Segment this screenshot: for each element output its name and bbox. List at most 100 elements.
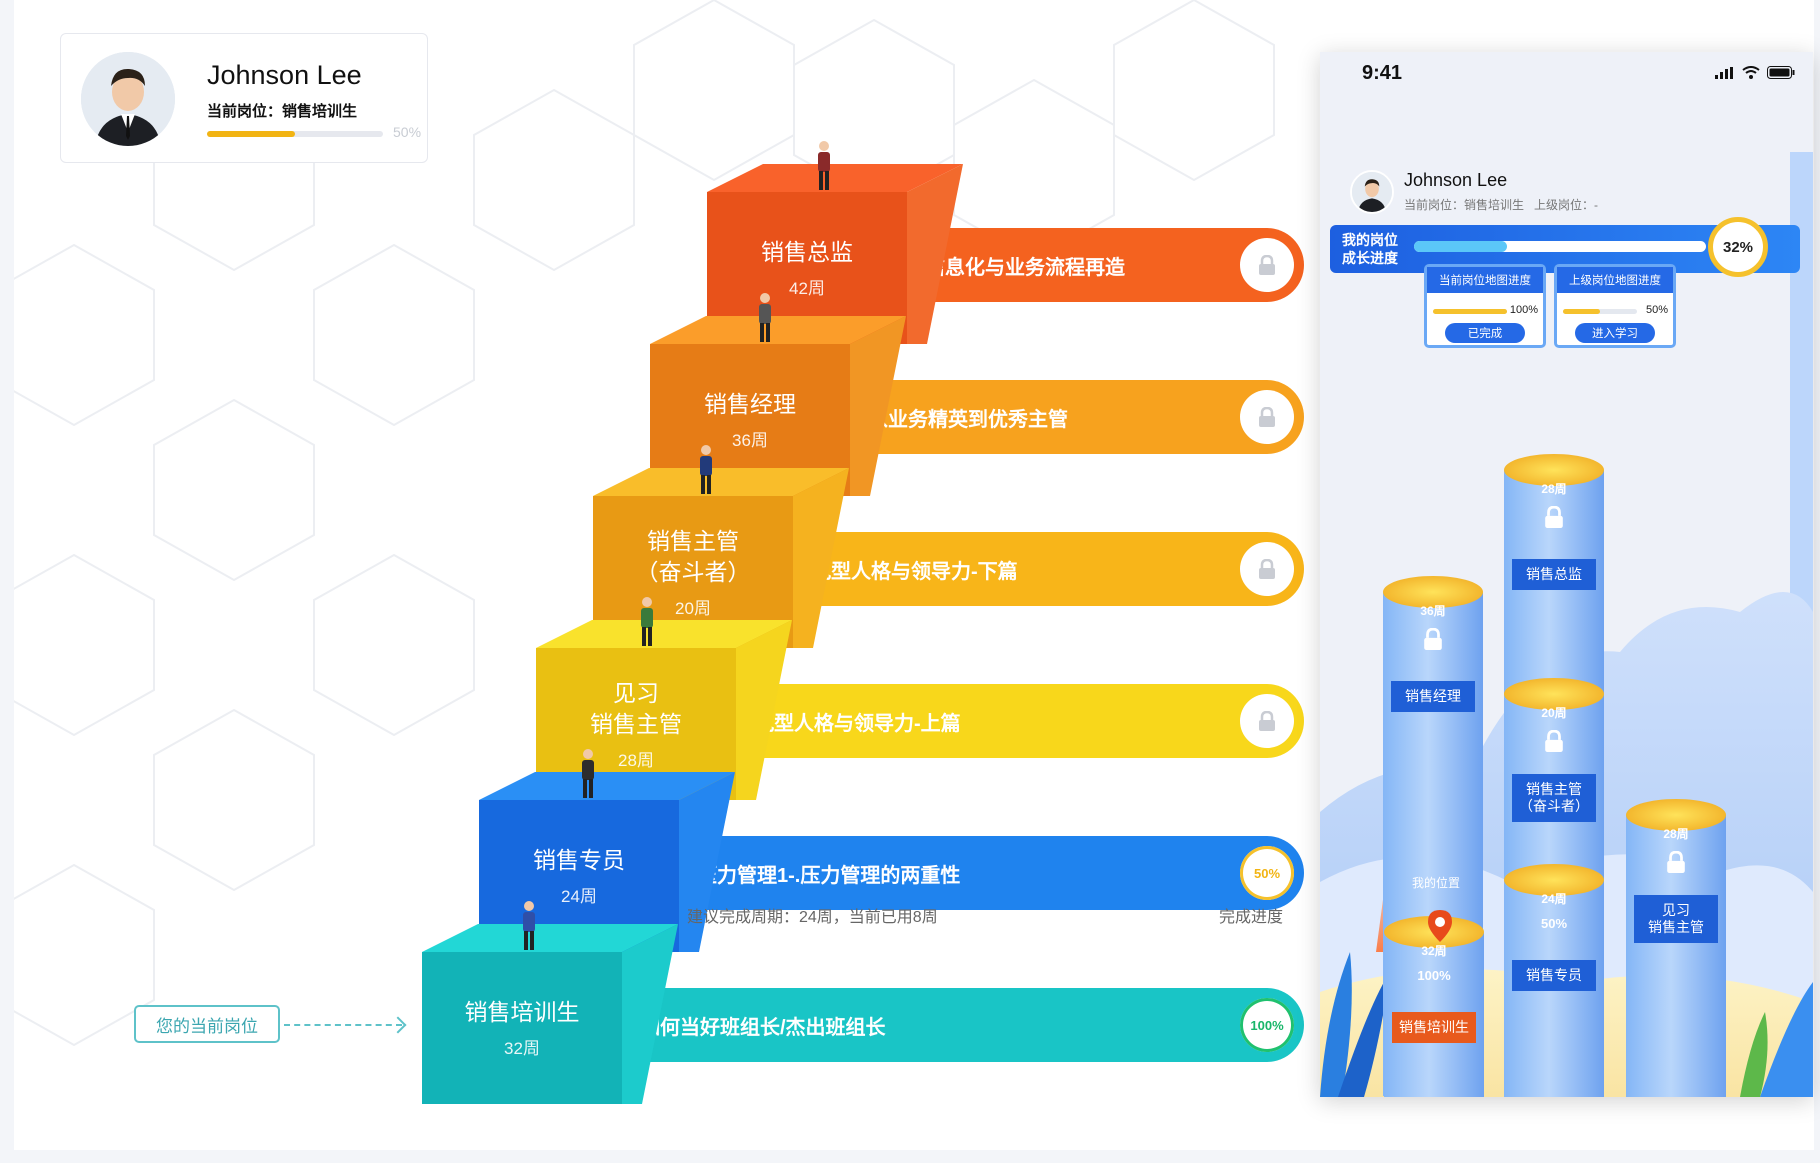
- pillar-label: 销售总监: [1512, 559, 1596, 590]
- my-position-label: 我的位置: [1412, 876, 1461, 890]
- stair-block: [422, 924, 678, 1104]
- career-pillar[interactable]: 24周 50% 销售专员: [1504, 864, 1604, 1097]
- lock-icon: [1667, 850, 1685, 873]
- stair-weeks: 28周: [618, 750, 654, 770]
- stair-top-face: [707, 164, 963, 192]
- profile-progress-label: 50%: [393, 124, 422, 140]
- current-position-tag: 您的当前岗位: [134, 1005, 280, 1043]
- profile-progress-bar: [207, 131, 383, 137]
- course-progress-badge: 50%: [1240, 846, 1294, 900]
- lock-icon: [1259, 255, 1275, 275]
- pillar-weeks: 24周: [1541, 892, 1567, 906]
- pillar-lock: [1543, 505, 1565, 528]
- map-card-fill: [1563, 309, 1600, 314]
- course-bar[interactable]: 如何当好班组长/杰出班组长 100%: [602, 988, 1304, 1062]
- phone-user-name: Johnson Lee: [1404, 170, 1508, 190]
- pillar-weeks: 36周: [1420, 604, 1446, 618]
- current-position-arrow: [284, 1024, 402, 1026]
- map-card-bar: [1433, 309, 1507, 314]
- wifi-icon: [1742, 66, 1760, 79]
- growth-fill: [1414, 241, 1508, 252]
- map-card-fill: [1433, 309, 1507, 314]
- pillar-label: 销售专员: [1512, 960, 1596, 991]
- pillar-lock: [1422, 627, 1444, 650]
- person-figure-icon: [700, 445, 712, 494]
- course-title: 压力管理1-.压力管理的两重性: [697, 864, 961, 887]
- course-bar[interactable]: 九型人格与领导力-上篇: [716, 684, 1304, 758]
- pillar-percent: 100%: [1417, 968, 1451, 983]
- pillar-top: [1383, 576, 1483, 608]
- stair-weeks: 24周: [561, 887, 597, 906]
- course-lock: [1240, 542, 1294, 596]
- map-card-percent: 100%: [1509, 304, 1538, 316]
- person-figure-icon: [641, 597, 653, 646]
- map-card-bar: [1563, 309, 1637, 314]
- course-title: 九型人格与领导力-下篇: [811, 560, 1018, 583]
- growth-track: [1414, 241, 1706, 252]
- course-bar[interactable]: 从业务精英到优秀主管: [830, 380, 1304, 454]
- pillar-label: 销售培训生: [1392, 1012, 1476, 1043]
- stair-title: 销售主管 （奋斗者）: [635, 527, 751, 585]
- stair-label: 见习 销售主管 28周: [536, 648, 736, 800]
- stair-title: 销售经理: [704, 391, 796, 417]
- stair-top-face: [650, 316, 906, 344]
- completion-label: 完成进度: [1219, 909, 1284, 926]
- status-icons: [1715, 66, 1795, 79]
- map-card-title: 上级岗位地图进度: [1557, 267, 1673, 293]
- stair-side-face: [622, 924, 678, 1104]
- course-lock: [1240, 390, 1294, 444]
- stair-title: 销售总监: [761, 239, 853, 265]
- pillar-top: [1504, 864, 1604, 896]
- battery-icon: [1767, 66, 1795, 79]
- stair-side-face: [850, 316, 906, 496]
- stair-label: 销售主管 （奋斗者）20周: [593, 496, 793, 648]
- user-name: Johnson Lee: [207, 60, 362, 90]
- pillar-lock: [1543, 729, 1565, 752]
- person-figure-icon: [818, 141, 830, 190]
- stair-side-face: [736, 620, 792, 800]
- stair-front-face: [422, 952, 622, 1104]
- pillar-lock: [1665, 850, 1687, 873]
- stair-side-face: [793, 468, 849, 648]
- pillar-label: 销售经理: [1391, 681, 1475, 712]
- stair-side-face: [679, 772, 735, 952]
- phone-preview: 9:41 Johnson Lee 当前岗位：销售培训生 上级岗位：- 我的岗位 …: [1320, 52, 1813, 1097]
- stair-weeks: 36周: [732, 431, 768, 450]
- person-figure-icon: [523, 901, 535, 950]
- course-title: 信息化与业务流程再造: [925, 256, 1125, 279]
- map-progress-card: 上级岗位地图进度 50% 进入学习: [1554, 264, 1676, 348]
- career-pillar[interactable]: 28周见习 销售主管: [1626, 799, 1726, 1097]
- profile-card: Johnson Lee 当前岗位：销售培训生 50%: [60, 33, 428, 163]
- lock-icon: [1424, 627, 1442, 650]
- pillar-weeks: 28周: [1663, 827, 1689, 841]
- course-lock: [1240, 694, 1294, 748]
- course-progress-badge: 100%: [1240, 998, 1294, 1052]
- course-lock: [1240, 238, 1294, 292]
- suggested-period: 建议完成周期：24周，当前已用8周: [687, 909, 938, 926]
- course-bar[interactable]: 压力管理1-.压力管理的两重性 50%: [659, 836, 1304, 910]
- pillar-top: [1626, 799, 1726, 831]
- course-title: 九型人格与领导力-上篇: [754, 712, 961, 735]
- lock-icon: [1259, 559, 1275, 579]
- stair-title: 见习 销售主管: [590, 679, 682, 737]
- phone-user-info: 当前岗位：销售培训生 上级岗位：-: [1404, 198, 1598, 212]
- map-card-button[interactable]: 已完成: [1445, 323, 1525, 343]
- pillar-top: [1504, 454, 1604, 486]
- map-card-percent: 50%: [1645, 304, 1668, 316]
- pillar-label: 销售主管 （奋斗者）: [1512, 774, 1596, 822]
- stair-weeks: 32周: [504, 1039, 540, 1058]
- course-bar[interactable]: 信息化与业务流程再造: [887, 228, 1304, 302]
- pillar-percent: 50%: [1540, 916, 1568, 931]
- map-card-button[interactable]: 进入学习: [1575, 323, 1655, 343]
- course-bar[interactable]: 九型人格与领导力-下篇: [773, 532, 1304, 606]
- phone-avatar: [1350, 170, 1394, 214]
- signal-icon: [1715, 66, 1733, 79]
- stair-top-face: [479, 772, 735, 800]
- growth-label: 我的岗位 成长进度: [1342, 232, 1398, 266]
- course-title: 如何当好班组长/杰出班组长: [640, 1016, 886, 1039]
- person-avatar-icon: [81, 52, 175, 146]
